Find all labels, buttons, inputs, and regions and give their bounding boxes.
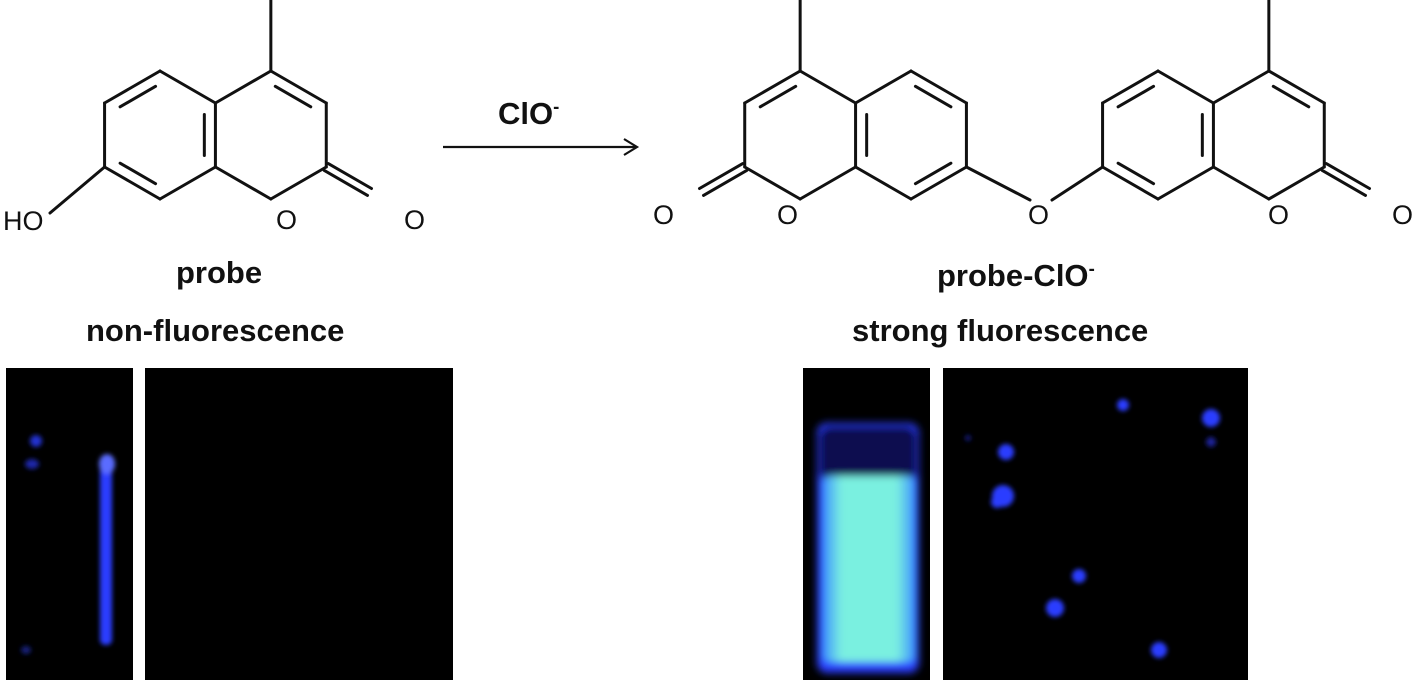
bond-line [1101, 69, 1160, 105]
double-bond-line [913, 84, 953, 109]
probe-property: non-fluorescence [86, 313, 345, 348]
bond-line [1211, 165, 1271, 201]
probe-ring-oxygen-label: O [276, 205, 298, 235]
product-ether-oxygen-label: O [1028, 200, 1050, 230]
carbonyl-bond [1324, 162, 1372, 190]
probe-vial-photo [6, 368, 133, 680]
product-right-ring-oxygen-label: O [1268, 200, 1290, 230]
bond-line [1101, 165, 1160, 201]
reagent-label: ClO- [498, 95, 560, 131]
bond-line [269, 69, 328, 105]
bond-line [213, 165, 273, 201]
bond-line [103, 165, 162, 201]
product-right-carbonyl-oxygen-label: O [1392, 200, 1414, 230]
bond-line [743, 69, 802, 105]
double-bond-line [118, 84, 158, 109]
bond-line [103, 69, 162, 105]
bond-line [269, 165, 328, 201]
bond-line [743, 165, 802, 201]
carbonyl-bond [326, 162, 374, 190]
probe-name: probe [176, 255, 263, 290]
product-vial-photo [803, 368, 930, 680]
reaction-arrow [443, 138, 640, 156]
bond-line [1156, 69, 1215, 105]
double-bond-line [758, 84, 798, 109]
bond-line [1267, 165, 1326, 201]
product-left-ring-oxygen-label: O [777, 200, 799, 230]
carbonyl-bond [1320, 168, 1368, 197]
bond-line [798, 165, 858, 201]
bond-line [854, 165, 913, 201]
double-bond-line [118, 161, 158, 186]
double-bond-line [1116, 84, 1156, 109]
product-cell-image [943, 368, 1248, 680]
ether-bond [1050, 165, 1105, 202]
bond-line [158, 165, 217, 201]
double-bond-line [1271, 84, 1311, 109]
product-property: strong fluorescence [852, 313, 1149, 348]
bond-line [909, 69, 968, 105]
double-bond-line [913, 161, 953, 186]
probe-carbonyl-oxygen-label: O [404, 205, 426, 235]
product-structure [697, 0, 1372, 202]
product-left-carbonyl-oxygen-label: O [653, 200, 675, 230]
hydroxyl-bond [48, 165, 107, 215]
probe-cell-image [145, 368, 453, 680]
double-bond-line [1116, 161, 1156, 186]
carbonyl-bond [322, 168, 370, 197]
carbonyl-bond [697, 162, 745, 190]
hydroxyl-label: HO [3, 206, 44, 236]
bond-line [1211, 69, 1271, 105]
bond-line [1156, 165, 1215, 201]
bond-line [158, 69, 217, 105]
bond-line [854, 69, 913, 105]
carbonyl-bond [701, 168, 749, 197]
bond-line [213, 69, 273, 105]
double-bond-line [273, 84, 313, 109]
product-name: probe-ClO- [937, 257, 1095, 293]
probe-structure [48, 0, 374, 215]
bond-line [798, 69, 858, 105]
bond-line [909, 165, 968, 201]
ether-bond [964, 165, 1032, 202]
bond-line [1267, 69, 1326, 105]
